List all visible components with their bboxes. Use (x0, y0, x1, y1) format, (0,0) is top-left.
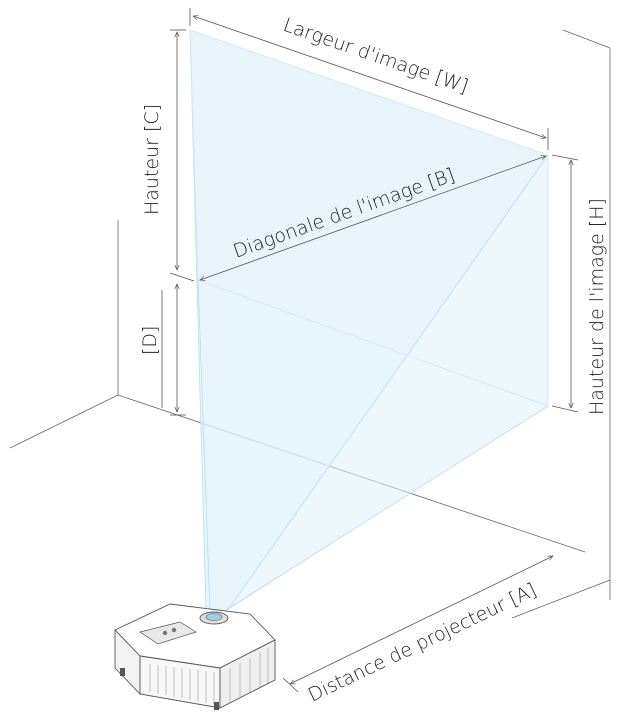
projection-beam (189, 29, 549, 611)
label-image-height: Hauteur de l'image [H] (586, 198, 608, 415)
label-projector-distance: Distance de projecteur [A] (305, 579, 540, 707)
label-height-c: Hauteur [C] (141, 104, 163, 215)
projector-illustration (114, 603, 276, 710)
label-offset-d: [D] (139, 326, 161, 355)
dimension-lines (161, 8, 579, 693)
